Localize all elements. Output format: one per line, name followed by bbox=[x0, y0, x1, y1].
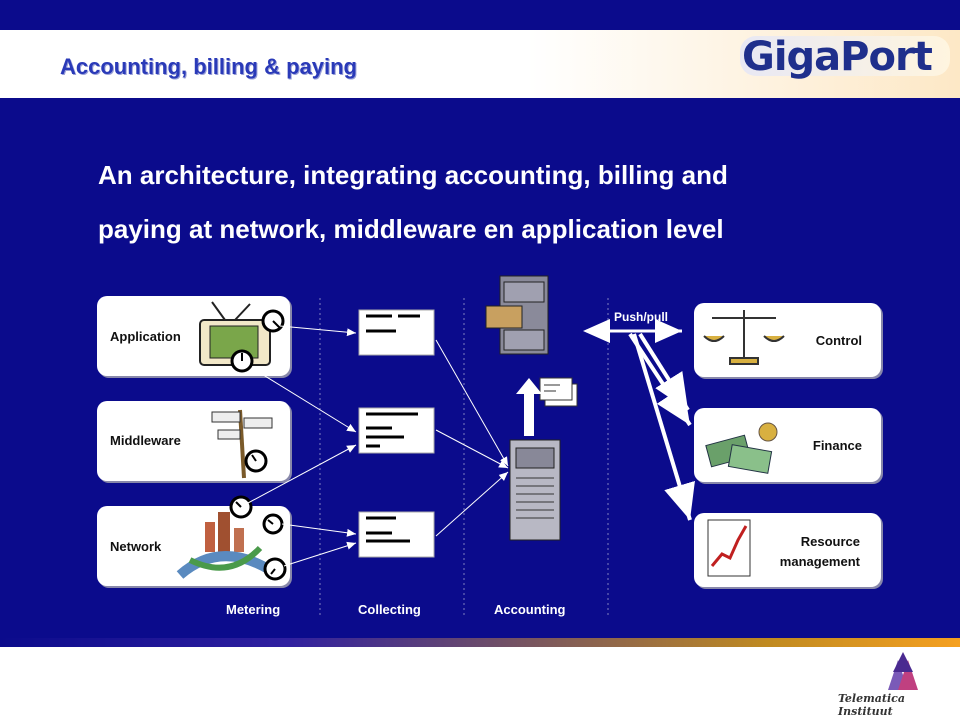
accounting-server-icon bbox=[509, 439, 561, 541]
top-bar bbox=[0, 0, 960, 30]
middleware-label: Middleware bbox=[110, 433, 181, 448]
middleware-signpost-icon bbox=[211, 409, 273, 479]
accounting-column-label: Accounting bbox=[494, 602, 566, 617]
column-separators bbox=[319, 298, 609, 618]
slide-title: Accounting, billing & paying bbox=[60, 54, 357, 79]
control-box bbox=[694, 303, 881, 377]
subtitle-line-2: paying at network, middleware en applica… bbox=[98, 214, 724, 244]
money-icon bbox=[705, 422, 778, 474]
report-papers-icon bbox=[539, 377, 578, 407]
metering-column-label: Metering bbox=[226, 602, 281, 617]
control-label: Control bbox=[815, 333, 862, 348]
network-city-icon bbox=[176, 512, 273, 579]
gigaport-logo-backdrop bbox=[740, 36, 950, 76]
collecting-arrows bbox=[435, 339, 509, 537]
collecting-column-label: Collecting bbox=[358, 602, 421, 617]
telematica-logo-text: Telematica Instituut bbox=[838, 692, 905, 718]
file-cabinet-icon bbox=[485, 275, 549, 355]
subtitle-line-1: An architecture, integrating accounting,… bbox=[98, 160, 728, 190]
finance-label: Finance bbox=[812, 438, 862, 453]
network-label: Network bbox=[110, 539, 162, 554]
gigaport-logo: GigaPort bbox=[742, 34, 933, 80]
scales-icon bbox=[703, 310, 785, 365]
application-label: Application bbox=[110, 329, 181, 344]
bottom-gradient-line bbox=[0, 638, 960, 647]
growth-chart-icon bbox=[707, 519, 751, 577]
metering-arrows bbox=[247, 325, 357, 567]
slide-subtitle: An architecture, integrating accounting,… bbox=[98, 148, 918, 256]
collector-documents bbox=[358, 309, 435, 558]
application-tv-icon bbox=[199, 301, 271, 366]
meter-needles bbox=[235, 320, 280, 575]
server-to-cabinet-arrow bbox=[516, 378, 542, 436]
document-lines bbox=[366, 314, 420, 543]
telematica-logo-icon bbox=[888, 652, 918, 690]
distribution-arrows bbox=[628, 332, 695, 521]
resource-management-label: Resource management bbox=[779, 534, 860, 569]
